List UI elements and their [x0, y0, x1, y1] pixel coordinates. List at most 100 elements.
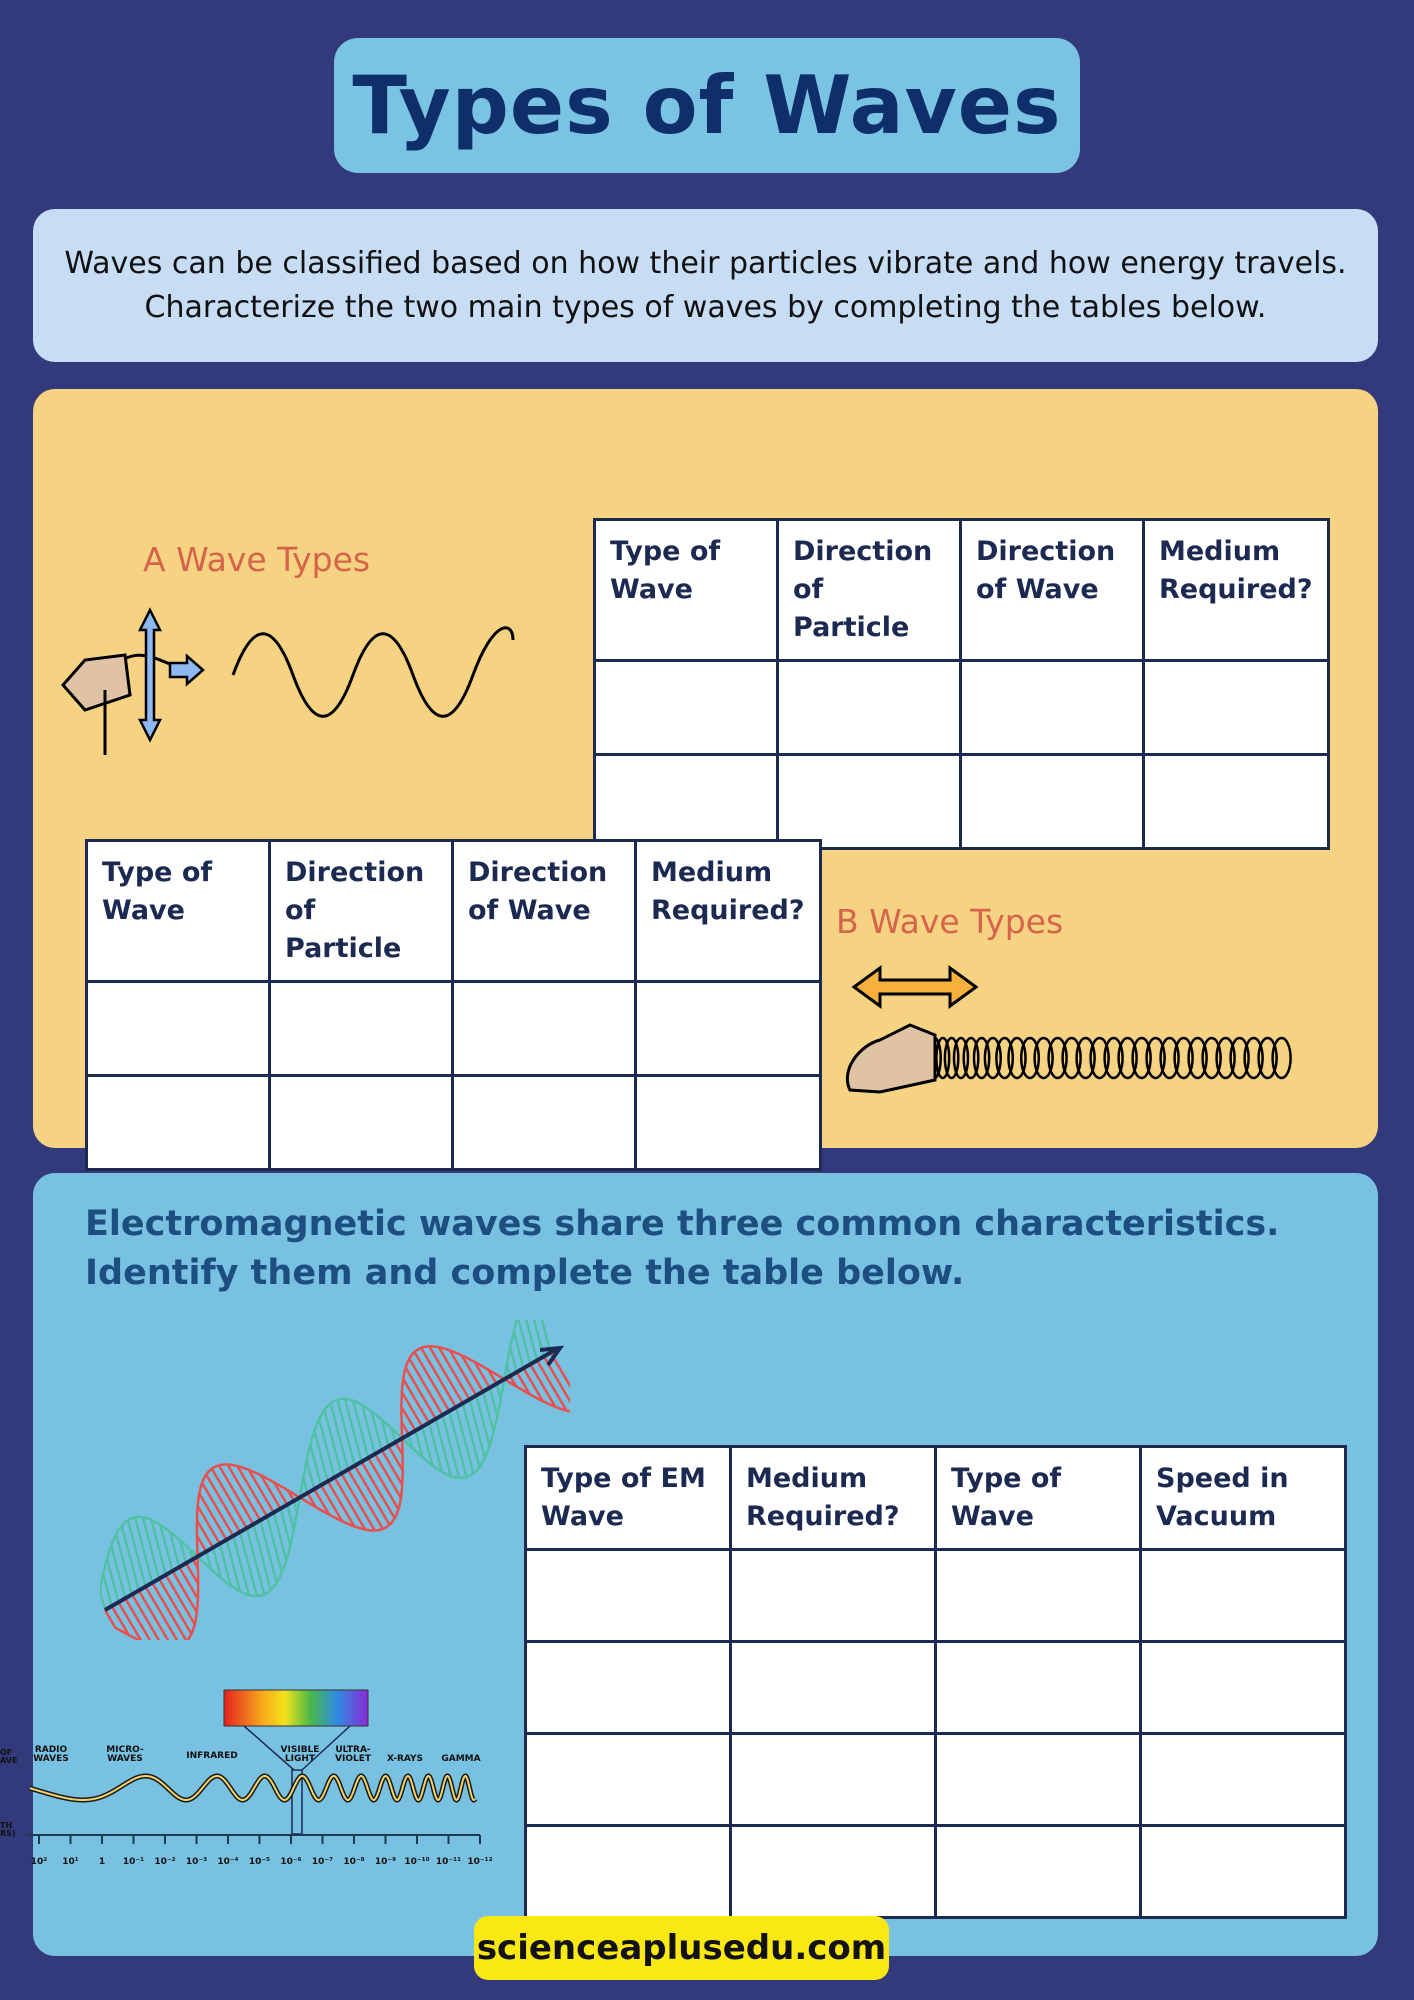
spectrum-tick-label: 1 [99, 1857, 105, 1867]
spring-coil [1257, 1036, 1278, 1080]
section-b-label: B Wave Types [836, 902, 1064, 941]
blank-cell[interactable] [776, 753, 962, 850]
header-cell: Type of Wave [934, 1445, 1142, 1551]
spectrum-tick-label: 10⁻⁶ [280, 1857, 301, 1867]
spring-coil [1061, 1036, 1082, 1080]
blank-cell[interactable] [593, 753, 779, 850]
spring-coil [1131, 1036, 1152, 1080]
blank-cell[interactable] [268, 980, 454, 1077]
spring-coil [1033, 1036, 1054, 1080]
spring-coil [1201, 1036, 1222, 1080]
spectrum-label: GAMMA [441, 1754, 480, 1764]
blank-cell[interactable] [268, 1074, 454, 1171]
blank-cell[interactable] [1139, 1732, 1347, 1827]
spring-coil [1145, 1036, 1166, 1080]
blank-cell[interactable] [959, 659, 1145, 756]
blank-cell[interactable] [729, 1732, 937, 1827]
transverse-wave-illustration [61, 607, 515, 755]
blank-cell[interactable] [1139, 1640, 1347, 1735]
spectrum-label: INFRARED [186, 1751, 237, 1761]
title-banner: Types of Waves [334, 38, 1080, 173]
blank-cell[interactable] [729, 1824, 937, 1919]
spring-coil [995, 1036, 1015, 1080]
em-instructions: Electromagnetic waves share three common… [85, 1200, 1279, 1298]
blank-cell[interactable] [729, 1640, 937, 1735]
spectrum-tick-label: 10⁻¹ [123, 1857, 144, 1867]
spring-coil [952, 1036, 970, 1080]
blank-cell[interactable] [776, 659, 962, 756]
blank-cell[interactable] [85, 980, 271, 1077]
spring-coil [1271, 1036, 1292, 1080]
spring-coil [962, 1036, 980, 1080]
header-cell: Direction of Particle [268, 839, 454, 983]
header-cell: Type of EM Wave [524, 1445, 732, 1551]
section-a-label: A Wave Types [143, 540, 371, 579]
header-cell: Type of Wave [593, 518, 779, 662]
blank-cell[interactable] [451, 980, 637, 1077]
blank-cell[interactable] [524, 1732, 732, 1827]
spring-coil [943, 1036, 960, 1080]
blank-cell[interactable] [934, 1824, 1142, 1919]
blank-cell[interactable] [593, 659, 779, 756]
spring-coil [1019, 1036, 1041, 1080]
blank-cell[interactable] [451, 1074, 637, 1171]
spectrum-tick-label: 10⁻⁴ [217, 1857, 238, 1867]
blank-cell[interactable] [524, 1824, 732, 1919]
blank-cell[interactable] [524, 1640, 732, 1735]
spectrum-tick-label: 10⁻² [154, 1857, 175, 1867]
spectrum-tick-label: 10⁻⁷ [312, 1857, 333, 1867]
spectrum-side-label: TH [0, 1821, 12, 1830]
header-cell: Direction of Particle [776, 518, 962, 662]
spring-coil [1159, 1036, 1180, 1080]
spring-coil [1187, 1036, 1208, 1080]
longitudinal-wave-illustration [845, 965, 1292, 1094]
header-cell: Medium Required? [1142, 518, 1330, 662]
em-wave-illustration [100, 1320, 570, 1640]
blank-cell[interactable] [1139, 1824, 1347, 1919]
website-footer[interactable]: scienceaplusedu.com [474, 1916, 889, 1980]
blank-cell[interactable] [959, 753, 1145, 850]
blank-cell[interactable] [934, 1548, 1142, 1643]
page-title: Types of Waves [352, 59, 1062, 152]
blank-cell[interactable] [1142, 659, 1330, 756]
spring-coil [1117, 1036, 1138, 1080]
spectrum-side-label: RS) [0, 1829, 16, 1838]
spring-coil [1075, 1036, 1096, 1080]
spring-coil [983, 1036, 1002, 1080]
header-cell: Direction of Wave [959, 518, 1145, 662]
spectrum-tick-label: 10⁻¹¹ [436, 1857, 461, 1867]
spectrum-tick-label: 10⁻¹² [467, 1857, 492, 1867]
spectrum-tick-label: 10⁻⁵ [249, 1857, 270, 1867]
blank-cell[interactable] [934, 1640, 1142, 1735]
blank-cell[interactable] [934, 1732, 1142, 1827]
spring-coil [972, 1036, 991, 1080]
spring-coil [1173, 1036, 1194, 1080]
spectrum-label: ULTRA-VIOLET [335, 1745, 372, 1764]
spectrum-tick-label: 10¹ [62, 1857, 79, 1867]
header-cell: Direction of Wave [451, 839, 637, 983]
spectrum-tick-label: 10⁻⁸ [343, 1857, 364, 1867]
spring-coil [1243, 1036, 1264, 1080]
blank-cell[interactable] [85, 1074, 271, 1171]
header-cell: Speed in Vacuum [1139, 1445, 1347, 1551]
blank-cell[interactable] [634, 980, 822, 1077]
spectrum-tick-label: 10⁻¹⁰ [404, 1857, 429, 1867]
blank-cell[interactable] [524, 1548, 732, 1643]
spectrum-label: X-RAYS [387, 1754, 423, 1764]
spectrum-tick-label: 10⁻³ [186, 1857, 207, 1867]
em-text-line: Identify them and complete the table bel… [85, 1253, 965, 1293]
blank-cell[interactable] [634, 1074, 822, 1171]
spectrum-label: MICRO-WAVES [106, 1745, 144, 1764]
spectrum-tick-label: 10² [31, 1857, 48, 1867]
blank-cell[interactable] [1142, 753, 1330, 850]
blank-cell[interactable] [729, 1548, 937, 1643]
spring-coil [1047, 1036, 1068, 1080]
spring-coil [1103, 1036, 1124, 1080]
blank-cell[interactable] [1139, 1548, 1347, 1643]
